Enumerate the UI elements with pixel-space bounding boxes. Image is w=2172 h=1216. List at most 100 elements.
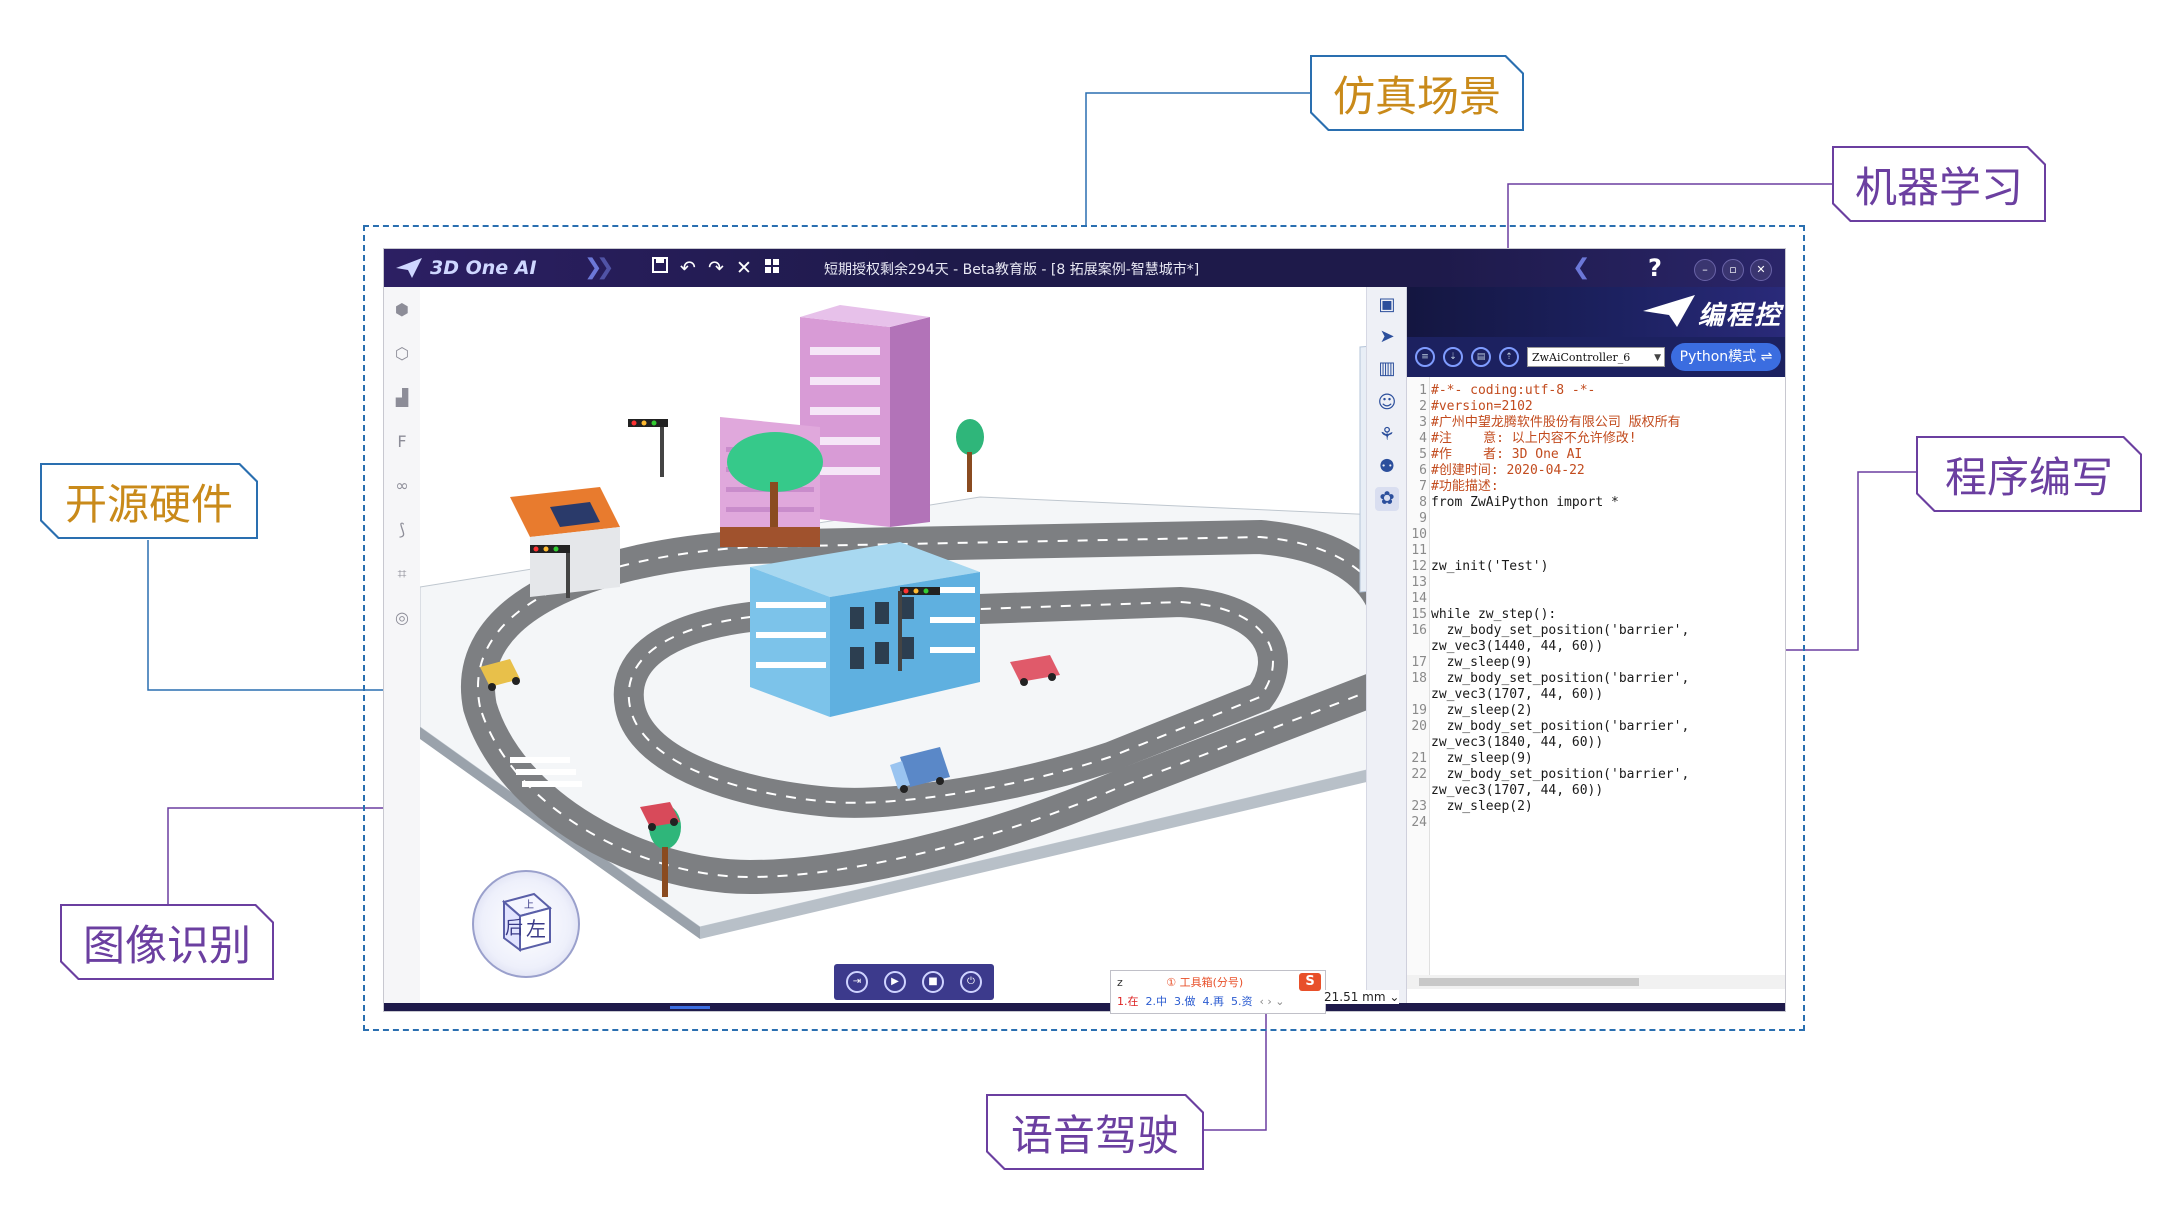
share-node-icon[interactable]: ⚘ [1378, 424, 1396, 445]
zoom-readout[interactable]: 21.51 mm ⌄ [1324, 990, 1400, 1004]
line-number-gutter [1407, 377, 1430, 989]
text-f-icon[interactable]: F [397, 432, 407, 451]
save-icon[interactable] [648, 256, 672, 280]
code-token: #version=2102 [1431, 399, 1533, 414]
pink-tower-windows [810, 347, 880, 475]
code-token: zw_step(): [1470, 607, 1557, 622]
code-line: 2#version=2102 [1407, 399, 1533, 415]
outer-road-lane [477, 535, 1392, 879]
code-line: 20 zw_body_set_position('barrier', [1407, 719, 1689, 735]
ime-input: z [1117, 976, 1123, 989]
help-button[interactable]: ? [1648, 254, 1662, 282]
restore-icon[interactable]: ▫ [1722, 259, 1744, 281]
code-line: 24 [1407, 815, 1431, 831]
save-script-icon[interactable]: ▤ [1471, 347, 1491, 367]
simulation-controls: ⇥ ▶ ■ ⏻ [834, 964, 994, 1000]
code-token: #创建时间: 2020-04-22 [1431, 463, 1585, 478]
person-icon[interactable]: ⚉ [1378, 456, 1396, 477]
ime-nav[interactable]: ‹ › ⌄ [1259, 995, 1285, 1008]
power-icon[interactable]: ⏻ [960, 971, 982, 993]
code-line: 10 [1407, 527, 1431, 543]
redo-icon[interactable]: ↷ [708, 257, 724, 279]
code-token: , [1681, 719, 1690, 734]
new-script-icon[interactable]: ≡ [1415, 347, 1435, 367]
traffic-light-2 [530, 545, 570, 598]
line-number: 1 [1419, 383, 1427, 398]
controller-select[interactable]: ZwAiController_6 ▼ [1527, 347, 1665, 367]
code-line: 19 zw_sleep(2) [1407, 703, 1532, 719]
building-icon[interactable]: ▥ [1378, 358, 1396, 379]
code-token: #广州中望龙腾软件股份有限公司 版权所有 [1431, 415, 1681, 430]
python-mode-button[interactable]: Python模式 ⇌ [1671, 343, 1781, 371]
stop-icon[interactable]: ■ [922, 971, 944, 993]
enter-icon[interactable]: ⇥ [846, 971, 868, 993]
upload-script-icon[interactable]: ⇡ [1499, 347, 1519, 367]
code-token: * [1603, 495, 1619, 510]
line-number: 21 [1411, 751, 1427, 766]
line-number: 4 [1419, 431, 1427, 446]
line-number: 11 [1411, 543, 1427, 558]
line-number: 8 [1419, 495, 1427, 510]
callout-open-hardware-label: 开源硬件 [64, 479, 233, 529]
line-number: 16 [1411, 623, 1427, 638]
code-token: 'barrier' [1611, 767, 1682, 782]
pink-tower-side [890, 317, 930, 527]
undo-icon[interactable]: ↶ [680, 257, 696, 279]
view-cube-top-label: 上 [524, 899, 534, 911]
ime-candidate[interactable]: 3.做 [1174, 995, 1196, 1008]
play-icon[interactable]: ▶ [884, 971, 906, 993]
ime-candidate[interactable]: 2.中 [1145, 995, 1168, 1008]
ime-candidate[interactable]: 1.在 [1117, 995, 1139, 1008]
code-token: 'barrier' [1611, 719, 1682, 734]
ime-toolbar-hint[interactable]: ① 工具箱(分号) [1166, 976, 1244, 989]
code-token: 'barrier' [1611, 671, 1682, 686]
close-icon[interactable]: ✕ [1750, 259, 1772, 281]
send-icon[interactable]: ➤ [1379, 326, 1395, 347]
ime-candidate[interactable]: 5.资 [1231, 995, 1253, 1008]
robot-arm-icon[interactable]: ⟆ [398, 520, 406, 539]
window-title: 短期授权剩余294天 - Beta教育版 - [8 拓展案例-智慧城市*] [824, 262, 1200, 278]
platform-side-right [700, 757, 1422, 939]
factory-icon[interactable]: ▟ [395, 388, 409, 407]
brand-label: 3D One AI [430, 257, 537, 279]
line-number: 19 [1411, 703, 1427, 718]
red-car-1 [1010, 655, 1060, 686]
code-token: , [1681, 623, 1690, 638]
grid-icon[interactable] [760, 256, 784, 280]
panel-collapse-chevron-icon[interactable]: ❯ [1572, 255, 1591, 280]
callout-machine-learning: 机器学习 [1832, 146, 2046, 222]
image-gallery-icon[interactable]: ▣ [1378, 294, 1396, 315]
horizontal-scrollbar[interactable] [1407, 975, 1785, 989]
target-icon[interactable]: ◎ [395, 608, 409, 627]
robot-icon[interactable]: ☺ [1377, 392, 1397, 413]
close-file-icon[interactable]: ✕ [736, 257, 752, 279]
hexagon-icon[interactable]: ⬡ [395, 344, 409, 363]
link-icon[interactable]: ∞ [395, 476, 409, 495]
ai-active-icon[interactable]: ✿ [1375, 487, 1399, 511]
app-brand[interactable]: 3D One AI [396, 255, 537, 281]
ime-candidate[interactable]: 4.再 [1202, 995, 1225, 1008]
code-panel-title: 编程控 [1697, 301, 1782, 331]
view-cube[interactable]: 上 后 左 [472, 870, 580, 978]
code-token: zw_body_set_position( [1431, 719, 1612, 734]
code-line: 22 zw_body_set_position('barrier', [1407, 767, 1689, 783]
line-number: 24 [1411, 815, 1427, 830]
scrollbar-thumb[interactable] [1419, 978, 1639, 986]
minimize-icon[interactable]: – [1694, 259, 1716, 281]
orange-building-front [530, 527, 620, 597]
import-script-icon[interactable]: ⇣ [1443, 347, 1463, 367]
callout-machine-learning-label: 机器学习 [1854, 162, 2023, 212]
code-token: , [1681, 671, 1690, 686]
line-number: 14 [1411, 591, 1427, 606]
line-number: 22 [1411, 767, 1427, 782]
focus-frame-icon[interactable]: ⌗ [397, 564, 407, 583]
code-token: zw_sleep(9) [1431, 655, 1533, 670]
connector-simulation [1085, 92, 1310, 225]
line-number: 13 [1411, 575, 1427, 590]
3d-viewport[interactable] [420, 287, 1422, 1003]
code-token: #注 意: 以上内容不允许修改! [1431, 431, 1637, 446]
cube-icon[interactable]: ⬢ [395, 300, 409, 319]
code-line: 4 #注 意: 以上内容不允许修改! [1407, 431, 1637, 447]
